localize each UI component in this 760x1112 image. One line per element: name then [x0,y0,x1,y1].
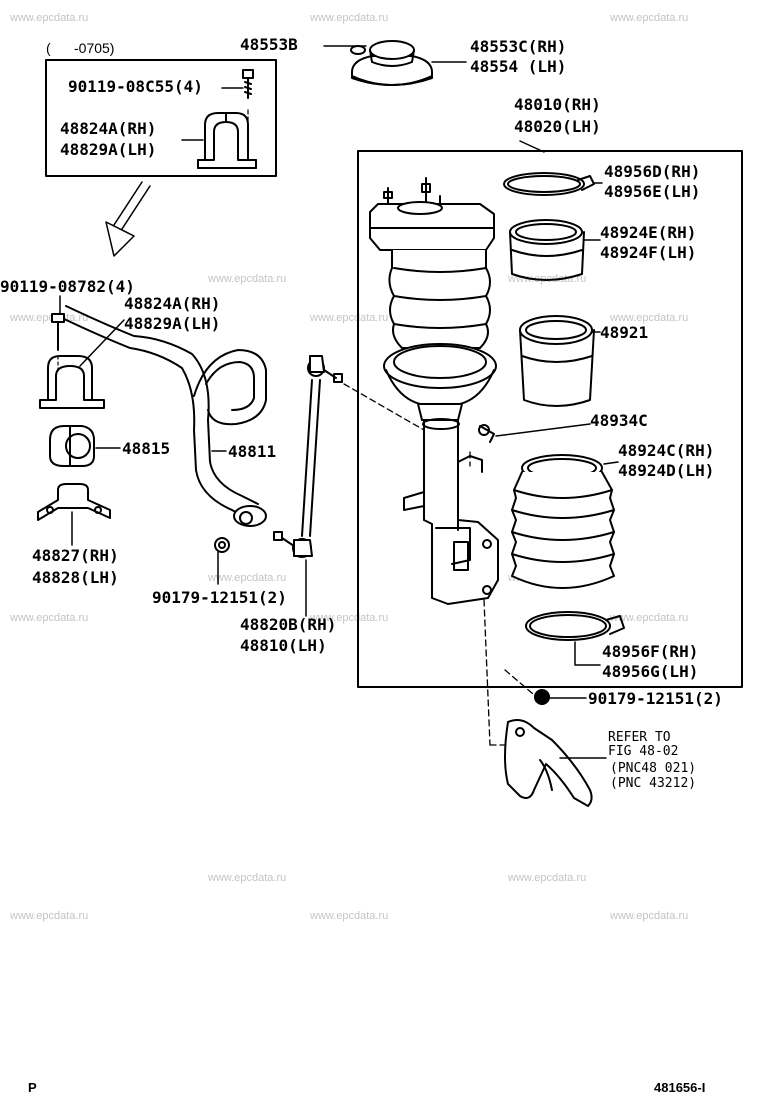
label-48924e[interactable]: 48924E(RH) [600,223,697,242]
inset-bolt-drawing [243,70,253,98]
label-48924d[interactable]: 48924D(LH) [618,461,715,480]
label-48924c[interactable]: 48924C(RH) [618,441,715,460]
label-48829a[interactable]: 48829A(LH) [124,314,221,333]
label-48815[interactable]: 48815 [122,439,171,458]
label-48921[interactable]: 48921 [600,323,649,342]
watermark: www.epcdata.ru [10,612,89,624]
watermark: www.epcdata.ru [310,312,389,324]
label-48824a-inset[interactable]: 48824A(RH) [60,119,157,138]
inset-bracket-drawing [198,110,256,168]
refer-line-3: (PNC48 021) [610,761,697,776]
refer-line-4: (PNC 43212) [610,776,697,791]
watermark: www.epcdata.ru [310,910,389,922]
inset-header: ( -0705) [46,40,115,56]
label-48828[interactable]: 48828(LH) [32,568,119,587]
label-48553b[interactable]: 48553B [240,35,298,54]
inset-frame [46,60,276,176]
bellows-boot-drawing [512,455,614,588]
label-48924f[interactable]: 48924F(LH) [600,243,697,262]
lower-arm-drawing [505,720,592,806]
label-48811[interactable]: 48811 [228,442,277,461]
label-48934c[interactable]: 48934C [590,411,648,430]
stabilizer-link-drawing [274,356,342,557]
label-48553c[interactable]: 48553C(RH) [470,37,567,56]
watermark: www.epcdata.ru [310,12,389,24]
refer-line-2[interactable]: FIG 48-02 [608,744,679,759]
label-48810[interactable]: 48810(LH) [240,636,327,655]
watermark: www.epcdata.ru [310,612,389,624]
watermark: www.epcdata.ru [610,12,689,24]
label-48824a[interactable]: 48824A(RH) [124,294,221,313]
watermark: www.epcdata.ru [610,312,689,324]
watermark: www.epcdata.ru [10,910,89,922]
label-90119-08782[interactable]: 90119-08782(4) [0,277,135,296]
clip-drawing [479,425,494,442]
label-48956e[interactable]: 48956E(LH) [604,182,701,201]
nut-left-drawing [215,538,229,552]
label-48010[interactable]: 48010(RH) [514,95,601,114]
watermark: www.epcdata.ru [208,273,287,285]
label-48956d[interactable]: 48956D(RH) [604,162,701,181]
strut-top-drawing [370,178,498,604]
stabilizer-bar-drawing [62,306,266,526]
footer-figure-id: 481656-I [654,1080,706,1095]
label-48956g[interactable]: 48956G(LH) [602,662,699,681]
upper-mount-drawing [351,41,432,85]
label-90119-08c55[interactable]: 90119-08C55(4) [68,77,203,96]
label-48554[interactable]: 48554 (LH) [470,57,567,76]
sleeve-drawing [520,316,594,406]
label-48820b[interactable]: 48820B(RH) [240,615,337,634]
watermark: www.epcdata.ru [610,612,689,624]
watermark: www.epcdata.ru [610,910,689,922]
hose-clamp-upper-drawing [504,173,594,195]
refer-line-1: REFER TO [608,730,671,745]
dust-boot-upper-drawing [510,220,584,280]
strut-assembly-frame [358,151,742,687]
watermark: www.epcdata.ru [508,872,587,884]
label-48020[interactable]: 48020(LH) [514,117,601,136]
bar-bracket-drawing [40,314,104,408]
label-90179-right[interactable]: 90179-12151(2) [588,689,723,708]
label-48956f[interactable]: 48956F(RH) [602,642,699,661]
watermark: www.epcdata.ru [208,872,287,884]
watermark: www.epcdata.ru [10,12,89,24]
bushing-drawing [50,426,94,466]
lower-bracket-drawing [38,484,110,520]
watermark: www.epcdata.ru [208,572,287,584]
nut-right-drawing [535,690,549,704]
hose-clamp-lower-drawing [526,612,624,640]
inset-arrow [106,182,150,256]
label-90179-left[interactable]: 90179-12151(2) [152,588,287,607]
label-48827[interactable]: 48827(RH) [32,546,119,565]
label-48829a-inset[interactable]: 48829A(LH) [60,140,157,159]
footer-page-code: P [28,1080,37,1095]
